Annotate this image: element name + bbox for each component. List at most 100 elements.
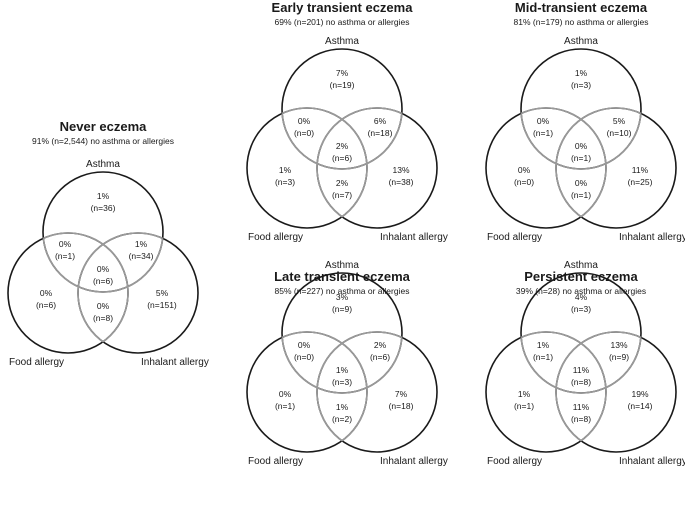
panel-subtitle: 69% (n=201) no asthma or allergies	[275, 17, 410, 27]
region-a-i-percent: 13%	[610, 340, 627, 350]
inhalant-allergy-label: Inhalant allergy	[619, 232, 685, 243]
region-a-f-count: (n=1)	[533, 128, 553, 138]
food-allergy-inner-arc	[520, 331, 607, 442]
region-f-i-count: (n=8)	[571, 414, 591, 424]
food-allergy-label: Food allergy	[248, 232, 303, 243]
region-i-only-percent: 19%	[631, 389, 648, 399]
venn-panel-mid: Mid-transient eczema 81% (n=179) no asthm…	[485, 0, 685, 243]
region-a-only-count: (n=9)	[332, 304, 352, 314]
region-f-i-percent: 0%	[575, 178, 588, 188]
region-i-only-percent: 7%	[395, 389, 408, 399]
inhalant-allergy-inner-arc	[316, 331, 403, 442]
region-i-only-count: (n=18)	[389, 401, 414, 411]
region-a-only-count: (n=3)	[571, 304, 591, 314]
region-a-f-percent: 0%	[298, 116, 311, 126]
region-f-only-percent: 0%	[40, 288, 53, 298]
region-a-i-percent: 2%	[374, 340, 387, 350]
region-all-percent: 1%	[336, 365, 349, 375]
region-a-f-count: (n=1)	[533, 352, 553, 362]
region-all-percent: 2%	[336, 141, 349, 151]
region-all-percent: 0%	[575, 141, 588, 151]
region-f-i-percent: 2%	[336, 178, 349, 188]
region-a-f-percent: 0%	[298, 340, 311, 350]
region-f-only-count: (n=1)	[275, 401, 295, 411]
region-i-only-percent: 11%	[632, 165, 649, 175]
food-allergy-inner-arc	[43, 232, 129, 343]
region-f-i-count: (n=7)	[332, 190, 352, 200]
region-i-only-count: (n=151)	[147, 300, 177, 310]
food-allergy-label: Food allergy	[9, 357, 64, 368]
inhalant-allergy-inner-arc	[77, 232, 163, 343]
region-i-only-count: (n=14)	[628, 401, 653, 411]
region-f-only-count: (n=3)	[275, 177, 295, 187]
region-a-only-percent: 1%	[575, 68, 588, 78]
region-f-i-percent: 11%	[573, 402, 590, 412]
region-a-i-percent: 5%	[613, 116, 626, 126]
inhalant-allergy-inner-arc	[316, 107, 403, 218]
region-a-i-count: (n=9)	[609, 352, 629, 362]
region-i-only-percent: 5%	[156, 288, 169, 298]
region-i-only-count: (n=25)	[628, 177, 653, 187]
region-a-only-percent: 3%	[336, 292, 349, 302]
panel-title: Never eczema	[60, 119, 147, 134]
region-f-only-count: (n=0)	[514, 177, 534, 187]
asthma-label: Asthma	[325, 260, 359, 271]
inhalant-allergy-label: Inhalant allergy	[619, 456, 685, 467]
region-all-percent: 0%	[97, 264, 110, 274]
inhalant-allergy-label: Inhalant allergy	[141, 357, 209, 368]
region-a-f-count: (n=0)	[294, 128, 314, 138]
region-f-only-count: (n=1)	[514, 401, 534, 411]
panel-subtitle: 81% (n=179) no asthma or allergies	[514, 17, 649, 27]
asthma-inner-arc	[281, 337, 403, 394]
region-f-only-percent: 0%	[518, 165, 531, 175]
panel-title: Persistent eczema	[524, 269, 638, 284]
region-a-i-percent: 1%	[135, 239, 148, 249]
asthma-label: Asthma	[86, 159, 120, 170]
panel-title: Late transient eczema	[274, 269, 411, 284]
region-all-percent: 11%	[573, 365, 590, 375]
region-a-f-percent: 0%	[537, 116, 550, 126]
region-a-only-count: (n=19)	[330, 80, 355, 90]
region-all-count: (n=8)	[571, 377, 591, 387]
panel-subtitle: 85% (n=227) no asthma or allergies	[275, 286, 410, 296]
inhalant-allergy-label: Inhalant allergy	[380, 232, 448, 243]
region-a-i-count: (n=6)	[370, 352, 390, 362]
region-all-count: (n=1)	[571, 153, 591, 163]
region-a-i-count: (n=10)	[607, 128, 632, 138]
region-a-only-percent: 7%	[336, 68, 349, 78]
inhalant-allergy-inner-arc	[555, 331, 642, 442]
region-all-count: (n=6)	[332, 153, 352, 163]
region-all-count: (n=3)	[332, 377, 352, 387]
panel-subtitle: 91% (n=2,544) no asthma or allergies	[32, 136, 174, 146]
region-a-i-count: (n=34)	[129, 251, 154, 261]
region-a-only-percent: 1%	[97, 191, 110, 201]
asthma-inner-arc	[281, 113, 403, 170]
region-i-only-count: (n=38)	[389, 177, 414, 187]
region-a-f-percent: 0%	[59, 239, 72, 249]
food-allergy-inner-arc	[520, 107, 607, 218]
inhalant-allergy-inner-arc	[555, 107, 642, 218]
region-f-i-percent: 1%	[336, 402, 349, 412]
food-allergy-label: Food allergy	[487, 232, 542, 243]
food-allergy-inner-arc	[281, 331, 368, 442]
asthma-inner-arc	[520, 113, 642, 170]
asthma-label: Asthma	[564, 260, 598, 271]
region-all-count: (n=6)	[93, 276, 113, 286]
region-a-f-count: (n=1)	[55, 251, 75, 261]
region-f-i-count: (n=1)	[571, 190, 591, 200]
inhalant-allergy-label: Inhalant allergy	[380, 456, 448, 467]
region-a-f-percent: 1%	[537, 340, 550, 350]
panel-title: Mid-transient eczema	[515, 0, 648, 15]
food-allergy-label: Food allergy	[487, 456, 542, 467]
food-allergy-inner-arc	[281, 107, 368, 218]
region-f-only-count: (n=6)	[36, 300, 56, 310]
region-f-i-count: (n=8)	[93, 313, 113, 323]
region-a-only-percent: 4%	[575, 292, 588, 302]
region-f-i-percent: 0%	[97, 301, 110, 311]
region-a-i-count: (n=18)	[368, 128, 393, 138]
region-f-i-count: (n=2)	[332, 414, 352, 424]
region-f-only-percent: 1%	[518, 389, 531, 399]
